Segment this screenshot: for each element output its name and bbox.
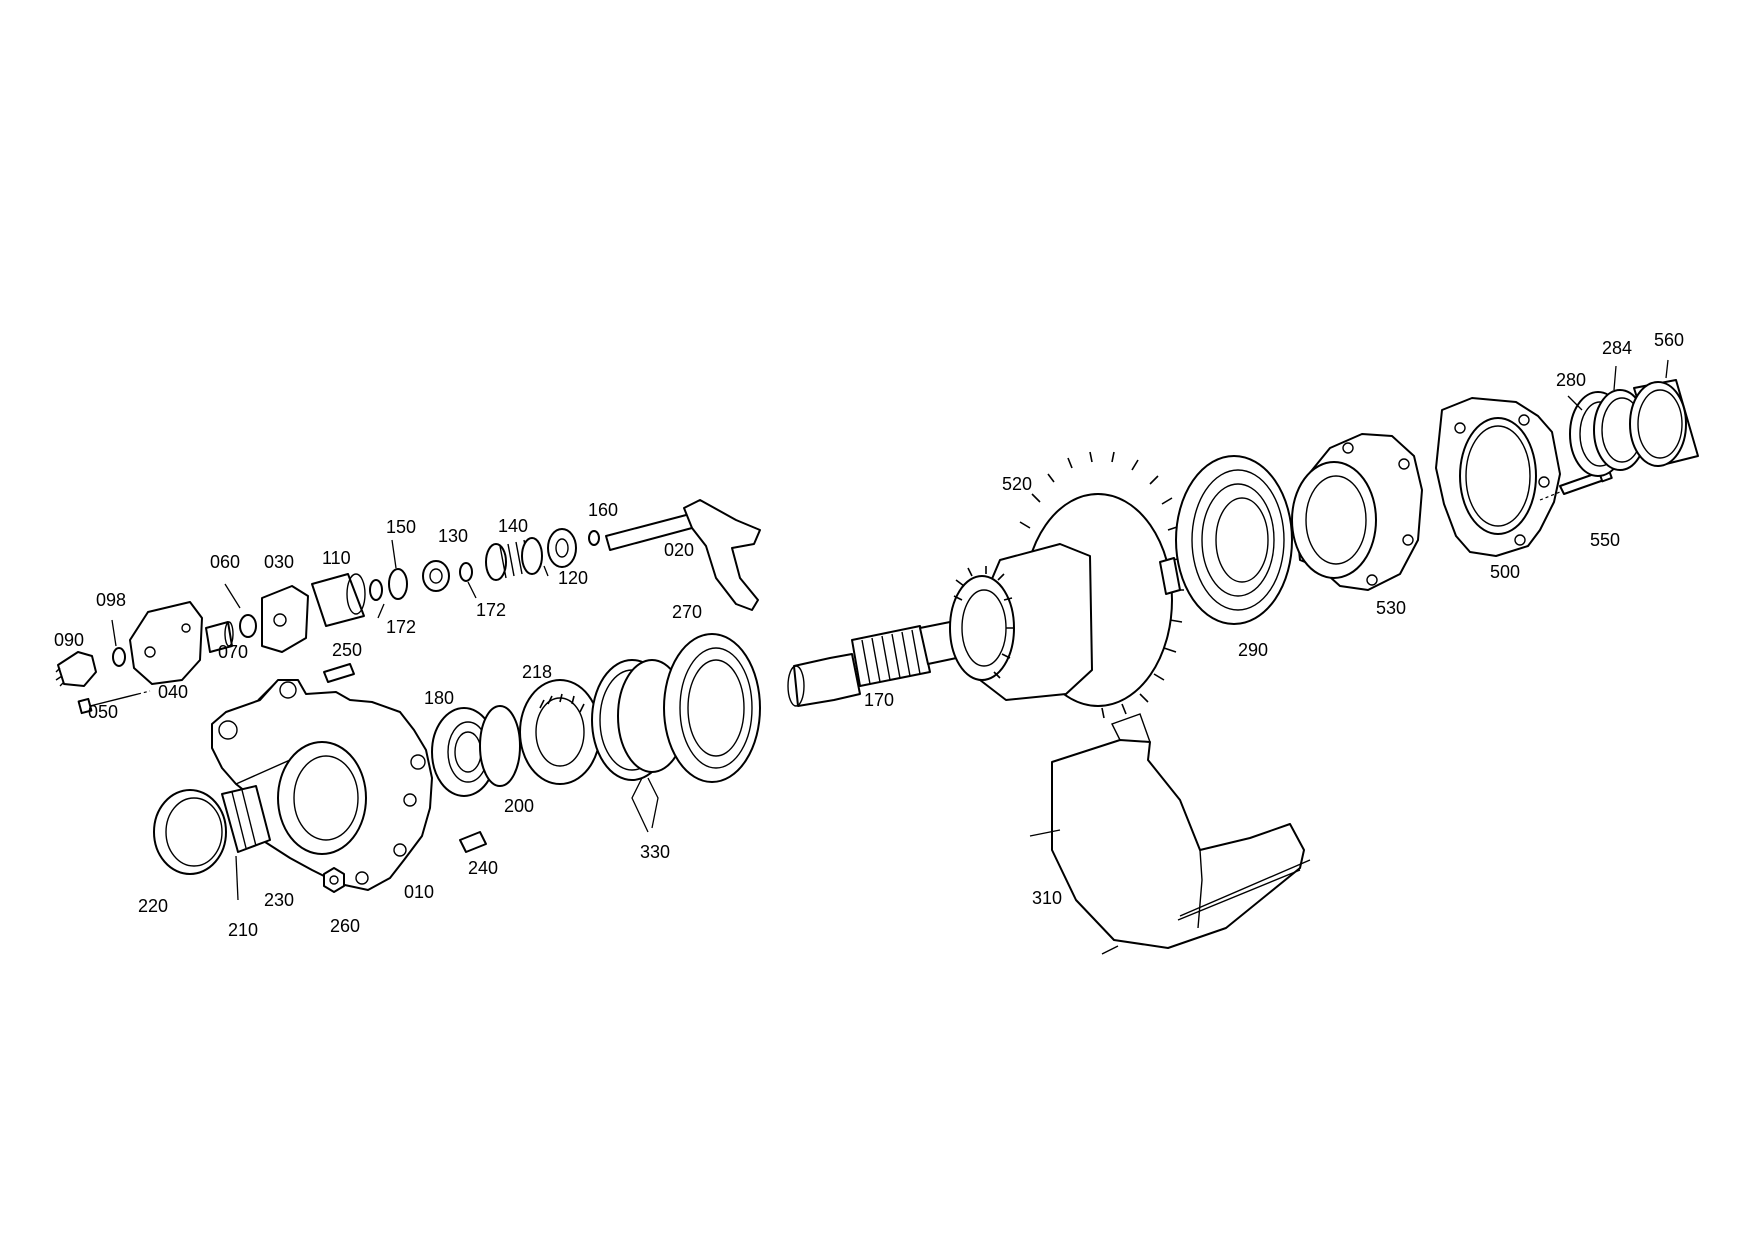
label-230: 230: [264, 890, 294, 910]
label-172b: 172: [476, 600, 506, 620]
part-160-oring: [588, 530, 600, 546]
part-520-gear: [949, 451, 1185, 719]
label-040: 040: [158, 682, 188, 702]
label-218: 218: [522, 662, 552, 682]
part-060-ring: [239, 614, 257, 638]
label-310: 310: [1032, 888, 1062, 908]
part-290-bearing: [1175, 455, 1293, 625]
label-200: 200: [504, 796, 534, 816]
part-310-shield: [1029, 713, 1311, 955]
part-150-ring: [388, 568, 408, 600]
part-250-pin: [323, 663, 355, 683]
part-560-sleeve: [1629, 379, 1699, 467]
label-330: 330: [640, 842, 670, 862]
part-030-plate: [261, 585, 309, 653]
label-098: 098: [96, 590, 126, 610]
label-150: 150: [386, 517, 416, 537]
part-270-bearing: [663, 633, 761, 783]
label-120: 120: [558, 568, 588, 588]
label-500: 500: [1490, 562, 1520, 582]
label-050: 050: [88, 702, 118, 722]
label-172a: 172: [386, 617, 416, 637]
part-240-pin: [459, 831, 487, 853]
label-070: 070: [218, 642, 248, 662]
part-040-cover: [129, 601, 203, 685]
part-172-ring-b: [459, 562, 473, 582]
label-110: 110: [322, 548, 351, 568]
label-250: 250: [332, 640, 362, 660]
leader-lines: [111, 359, 1669, 901]
label-290: 290: [1238, 640, 1268, 660]
part-010-housing: [211, 679, 433, 891]
label-260: 260: [330, 916, 360, 936]
part-050-bolt: [77, 690, 151, 715]
part-090-sensor: [55, 651, 97, 687]
label-130: 130: [438, 526, 468, 546]
part-098-oring: [112, 647, 126, 667]
part-200-ring: [479, 705, 521, 787]
part-220-ring: [153, 789, 227, 875]
part-020-shift-fork: [605, 499, 761, 611]
label-560: 560: [1654, 330, 1684, 350]
part-120-bearing: [547, 528, 577, 568]
part-260-nut: [323, 867, 345, 893]
part-218-hub: [519, 679, 601, 785]
label-060: 060: [210, 552, 240, 572]
label-140: 140: [498, 516, 528, 536]
part-110-piston: [311, 573, 366, 627]
label-180: 180: [424, 688, 454, 708]
label-284: 284: [1602, 338, 1632, 358]
label-520: 520: [1002, 474, 1032, 494]
label-270: 270: [672, 602, 702, 622]
label-550: 550: [1590, 530, 1620, 550]
label-170: 170: [864, 690, 894, 710]
label-240: 240: [468, 858, 498, 878]
part-172-ring-a: [369, 579, 383, 601]
part-210-sleeve: [221, 785, 271, 853]
part-070-bushing: [205, 621, 234, 653]
part-130-washer: [422, 560, 450, 592]
label-280: 280: [1556, 370, 1586, 390]
part-number-labels: 090 098 050 040 070 060 030 110 150 172 …: [54, 330, 1684, 940]
label-090: 090: [54, 630, 84, 650]
part-530-housing: [1291, 433, 1423, 591]
part-500-cover-plate: [1435, 397, 1561, 557]
label-160: 160: [588, 500, 618, 520]
label-530: 530: [1376, 598, 1406, 618]
part-140-spring: [485, 537, 543, 581]
label-220: 220: [138, 896, 168, 916]
label-030: 030: [264, 552, 294, 572]
label-210: 210: [228, 920, 258, 940]
label-010: 010: [404, 882, 434, 902]
part-170-shaft: [787, 619, 967, 707]
label-020: 020: [664, 540, 694, 560]
